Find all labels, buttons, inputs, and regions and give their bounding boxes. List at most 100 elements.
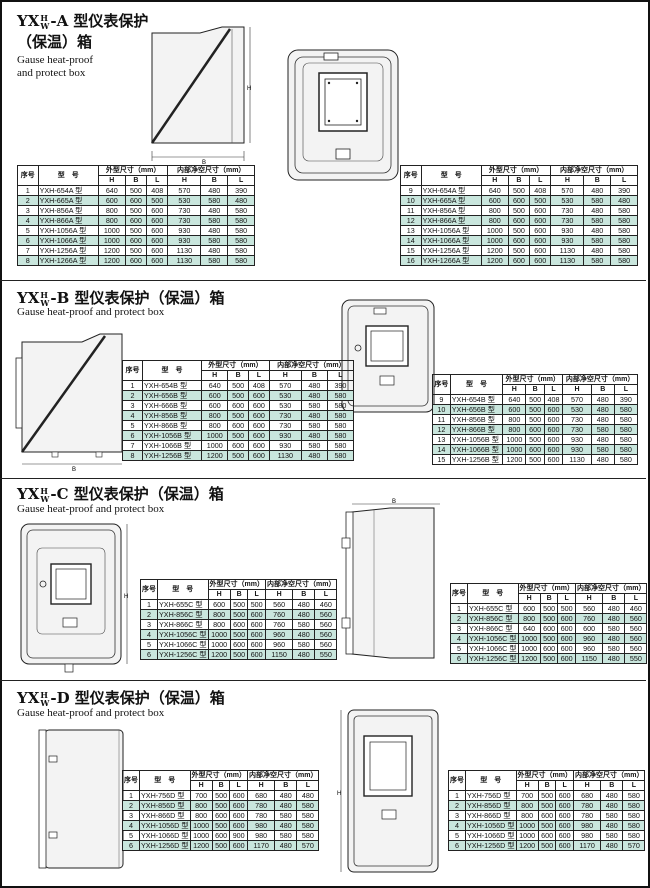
model-header: 型 号 (465, 770, 517, 791)
table-cell: 1000 (515, 830, 539, 841)
table-cell: 480 (296, 790, 320, 801)
box-d-front-drawing: H (336, 700, 446, 880)
table-cell: 930 (167, 225, 202, 236)
table-cell: 480 (300, 410, 328, 421)
table-cell: 1000 (189, 820, 213, 831)
table-cell: 530 (268, 390, 302, 401)
table-cell: 500 (529, 195, 552, 206)
table-cell: YXH-866C 型 (467, 623, 519, 634)
table-cell: 580 (622, 830, 646, 841)
table-cell: 2 (450, 613, 468, 624)
seq-header: 序号 (448, 770, 466, 791)
table-cell: 600 (124, 235, 148, 246)
dim-b-header: B (590, 384, 615, 395)
table-cell: 600 (248, 390, 270, 401)
table-cell: 600 (539, 643, 559, 654)
table-cell: 1 (140, 599, 158, 610)
dim-b-header: B (300, 370, 328, 381)
table-cell: 500 (229, 649, 249, 660)
table-cell: 550 (314, 649, 338, 660)
table-cell: 408 (248, 380, 270, 391)
table-cell: 500 (507, 225, 531, 236)
table-cell: 1150 (264, 649, 294, 660)
table-cell: 580 (274, 810, 298, 821)
table-cell: 680 (246, 790, 276, 801)
table-cell: 580 (326, 390, 355, 401)
dim-h-header: H (201, 370, 229, 381)
table-cell: 600 (248, 440, 270, 451)
table-cell: 408 (543, 394, 564, 405)
table-cell: 930 (550, 235, 585, 246)
table-cell: 600 (124, 255, 148, 266)
dim-l-header: L (529, 175, 552, 186)
table-cell: 800 (97, 215, 126, 226)
table-cell: 13 (400, 225, 422, 236)
table-cell: 800 (515, 800, 539, 811)
table-cell: 980 (246, 830, 276, 841)
table-cell: 600 (247, 629, 266, 640)
table-cell: 580 (602, 623, 626, 634)
table-cell: 480 (274, 840, 298, 851)
dim-h-header: H (97, 175, 126, 186)
table-cell: 580 (583, 195, 612, 206)
table-cell: 500 (507, 185, 531, 196)
table-cell: 480 (300, 380, 328, 391)
table-cell: 600 (227, 400, 250, 411)
table-cell: 480 (200, 205, 229, 216)
table-cell: 600 (201, 390, 229, 401)
table-cell: 600 (146, 225, 169, 236)
table-cell: 930 (268, 430, 302, 441)
table-cell: YXH-856B 型 (142, 410, 203, 421)
table-cell: 600 (555, 830, 574, 841)
table-cell: 500 (539, 613, 559, 624)
table-cell: 600 (557, 623, 576, 634)
table-cell: YXH-1066B 型 (142, 440, 203, 451)
dim-h-header: H (167, 175, 202, 186)
table-cell: 1170 (246, 840, 276, 851)
table-cell: 390 (610, 185, 638, 196)
table-cell: 500 (227, 410, 250, 421)
section-divider (0, 280, 646, 281)
table-cell: 8 (17, 255, 39, 266)
table-cell: YXH-866B 型 (142, 420, 203, 431)
table-cell: YXH-654A 型 (37, 185, 99, 196)
table-cell: YXH-656B 型 (142, 390, 203, 401)
table-cell: 580 (300, 420, 328, 431)
dim-h-header: H (207, 589, 231, 600)
table-cell: 1 (122, 790, 140, 801)
table-cell: 500 (525, 394, 545, 405)
height-label: H (124, 594, 128, 600)
table-cell: 800 (97, 205, 126, 216)
outer-dims-header: 外型尺寸（mm） (189, 770, 249, 781)
table-cell: 500 (229, 629, 249, 640)
table-cell: 700 (189, 790, 213, 801)
table-cell: 930 (562, 434, 592, 445)
height-label: H (247, 86, 251, 92)
table-cell: 10 (400, 195, 422, 206)
table-header-row: 序号型 号外型尺寸（mm）内部净空尺寸（mm） (17, 165, 255, 186)
table-cell: 640 (517, 623, 541, 634)
dim-b-header: B (525, 384, 545, 395)
width-label: B (72, 467, 76, 472)
table-cell: 1200 (515, 840, 539, 851)
table-cell: 14 (432, 444, 451, 455)
seq-header: 序号 (140, 579, 158, 600)
table-cell: 600 (539, 623, 559, 634)
table-cell: 730 (550, 205, 585, 216)
dim-b-header: B (507, 175, 531, 186)
table-cell: YXH-665A 型 (420, 195, 482, 206)
table-cell: 580 (227, 205, 255, 216)
table-cell: 640 (480, 185, 509, 196)
table-cell: 640 (201, 380, 229, 391)
table-cell: 580 (300, 440, 328, 451)
table-cell: 600 (124, 195, 148, 206)
outer-dims-header: 外型尺寸（mm） (480, 165, 552, 176)
dim-b-header: B (583, 175, 612, 186)
